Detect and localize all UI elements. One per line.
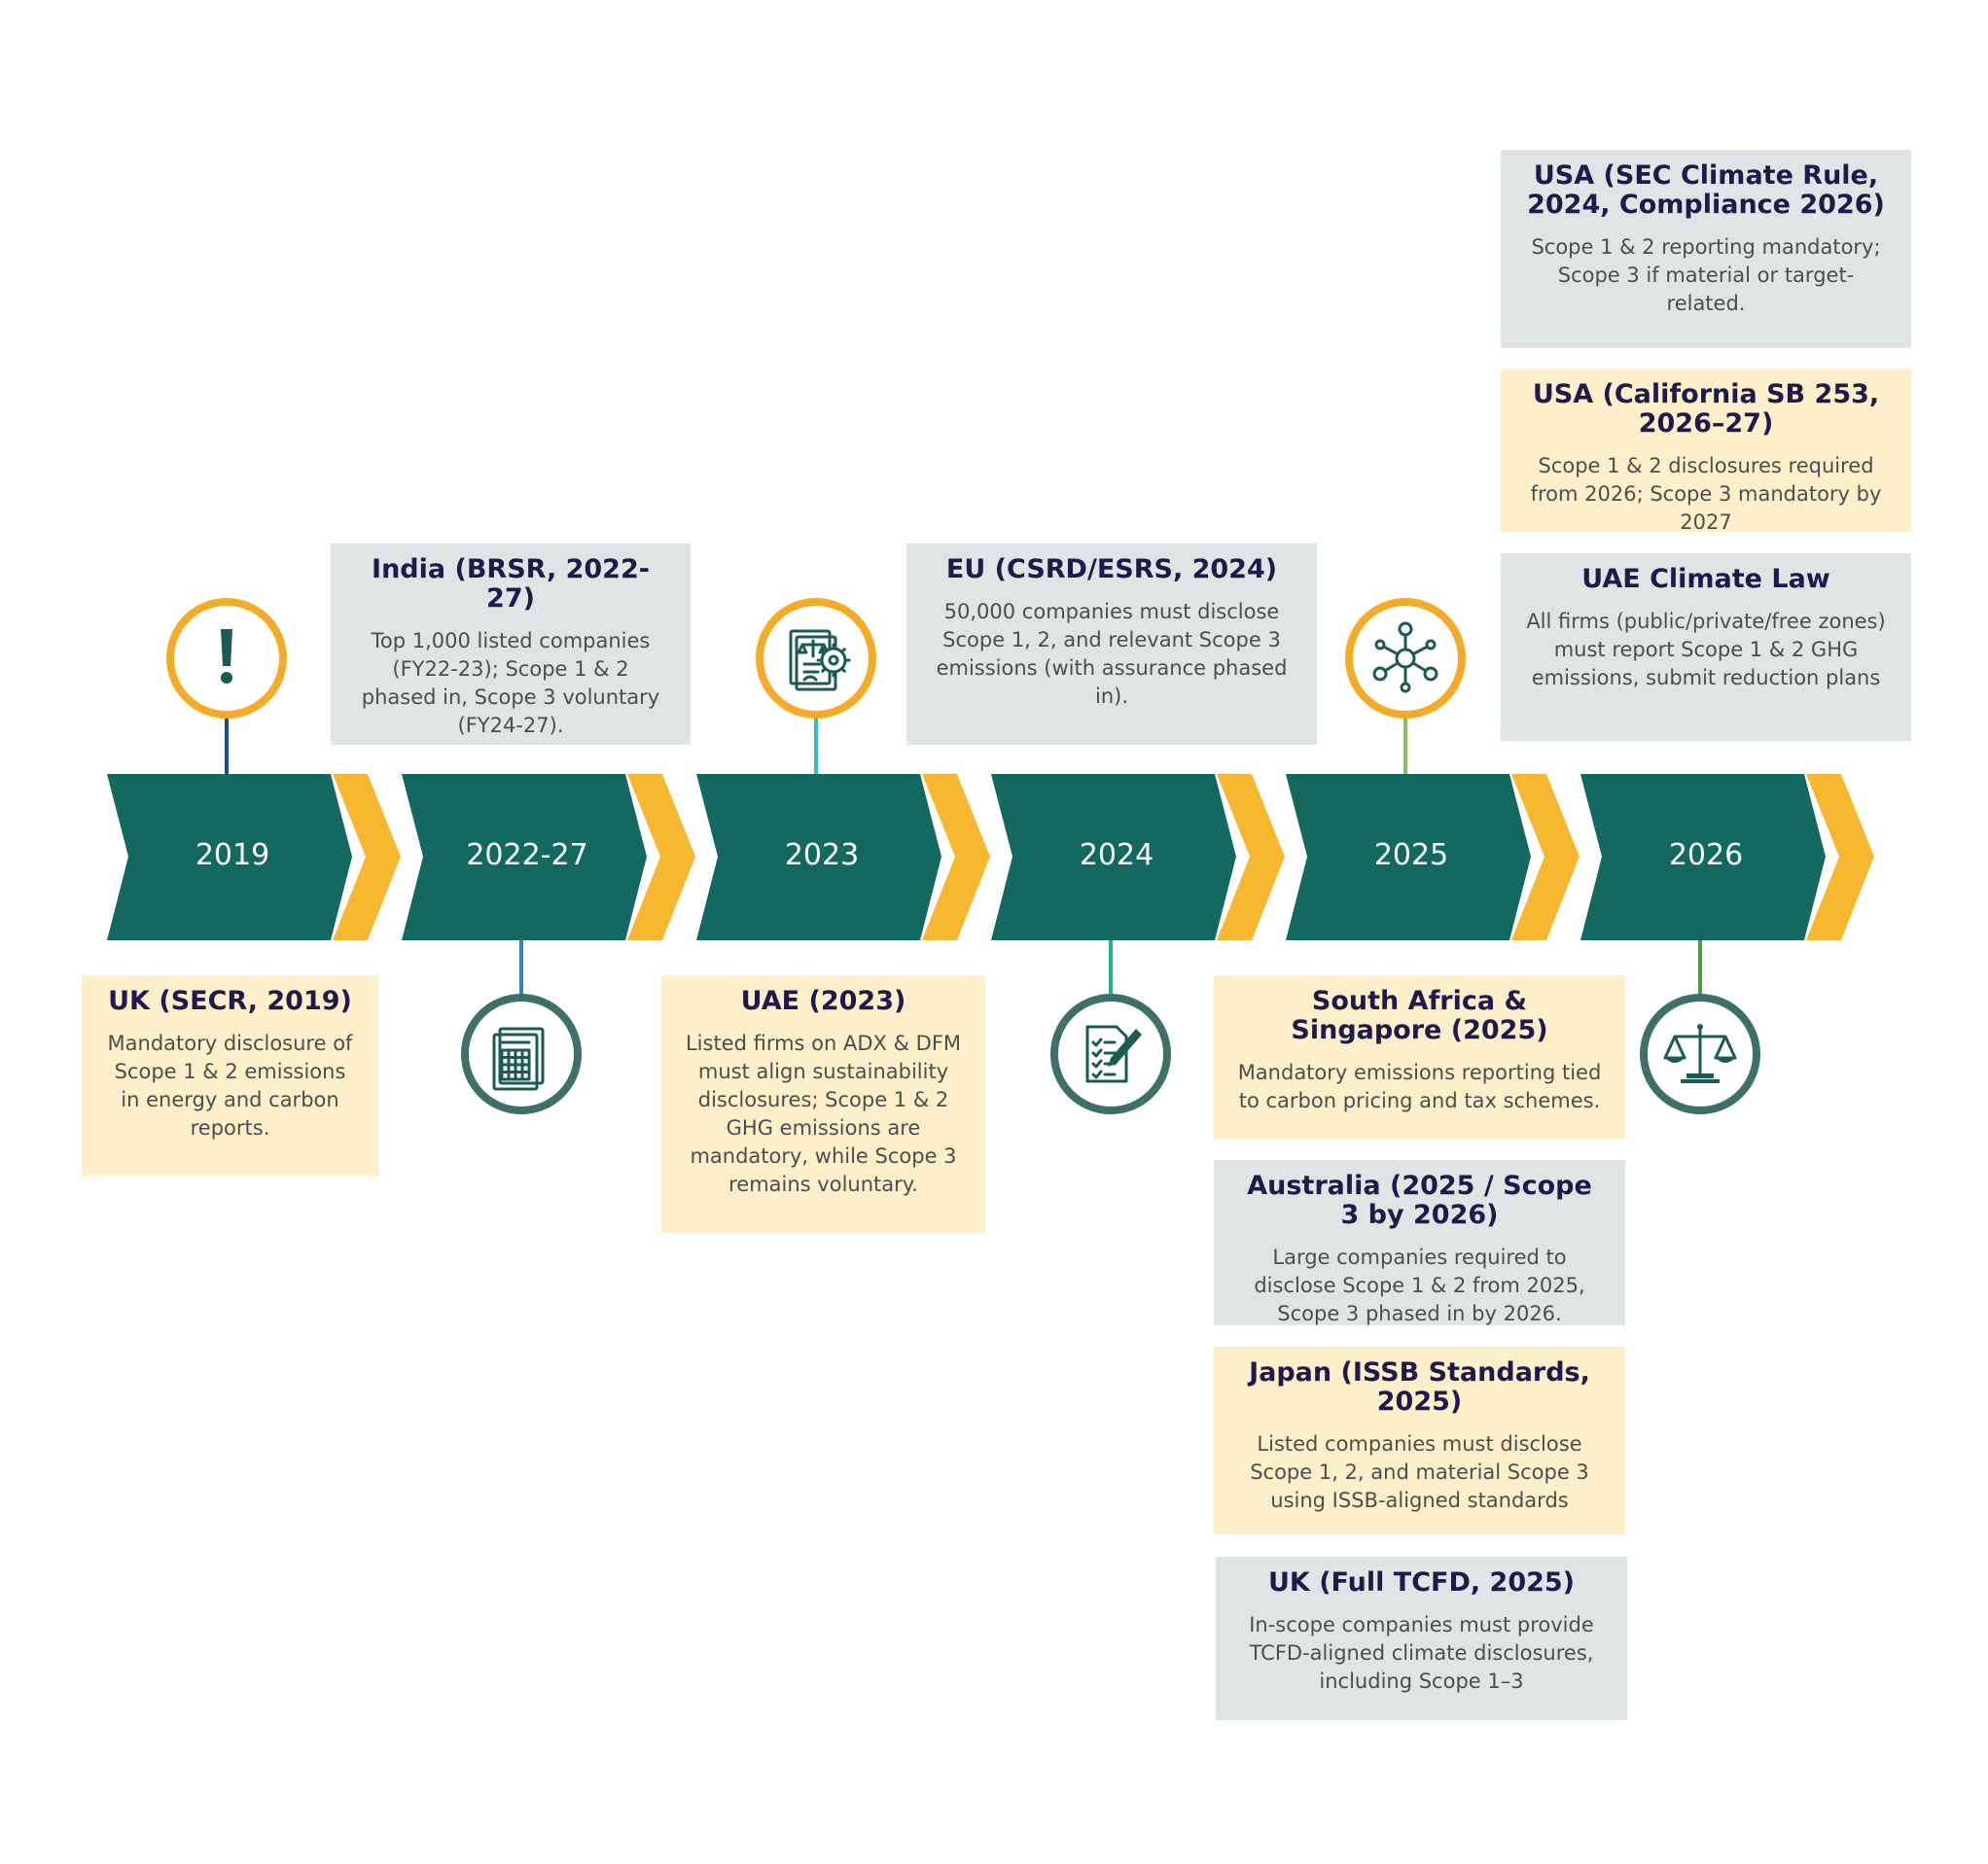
year-label-2025: 2025 [1373,838,1449,872]
chevron-2025 [1286,774,1531,940]
chevron-separator [1806,774,1874,940]
box-uae-2023: UAE (2023) Listed firms on ADX & DFM mus… [661,975,985,1233]
scales-of-justice-icon [1640,994,1760,1114]
box-body: Top 1,000 listed companies (FY22-23); Sc… [361,629,660,737]
chevron-2024 [991,774,1236,940]
chevron-separator [1511,774,1580,940]
chevron-separator [922,774,990,940]
network-nodes-icon [1345,598,1466,719]
chevron-separator [627,774,695,940]
box-title: Japan (ISSB Standards, 2025) [1249,1357,1590,1417]
year-label-2019: 2019 [195,838,270,872]
chevron-2026 [1580,774,1826,940]
box-body: Mandatory disclosure of Scope 1 & 2 emis… [107,1032,353,1140]
box-body: 50,000 companies must disclose Scope 1, … [936,600,1288,708]
legal-document-gear-icon [756,598,876,719]
chevron-separator [333,774,401,940]
year-label-2024: 2024 [1079,838,1154,872]
year-label-2023: 2023 [784,838,860,872]
box-japan: Japan (ISSB Standards, 2025) Listed comp… [1214,1347,1625,1534]
box-uk-tcfd: UK (Full TCFD, 2025) In-scope companies … [1216,1557,1627,1720]
box-title: UAE Climate Law [1581,564,1830,594]
box-title: USA (SEC Climate Rule, 2024, Compliance … [1527,160,1885,220]
box-body: All firms (public/private/free zones) mu… [1526,610,1886,689]
box-body: Mandatory emissions reporting tied to ca… [1237,1061,1602,1112]
box-title: EU (CSRD/ESRS, 2024) [945,554,1278,584]
document-pen-icon [1050,994,1171,1114]
box-title: UK (Full TCFD, 2025) [1267,1567,1576,1598]
spreadsheet-document-icon [461,994,582,1114]
box-title: South Africa & Singapore (2025) [1291,986,1548,1045]
box-uk-secr: UK (SECR, 2019) Mandatory disclosure of … [82,975,378,1176]
chevron-2019 [107,774,352,940]
box-title: UAE (2023) [740,986,906,1016]
box-title: India (BRSR, 2022-27) [372,554,650,614]
box-body: Scope 1 & 2 disclosures required from 20… [1530,454,1882,534]
box-title: Australia (2025 / Scope 3 by 2026) [1247,1171,1592,1230]
box-body: Scope 1 & 2 reporting mandatory; Scope 3… [1531,235,1881,315]
chevron-2022-27 [402,774,647,940]
year-label-2022-27: 2022-27 [466,838,588,872]
box-body: In-scope companies must provide TCFD-ali… [1249,1613,1594,1693]
box-india-brsr: India (BRSR, 2022-27) Top 1,000 listed c… [331,544,691,745]
box-south-africa-singapore: South Africa & Singapore (2025) Mandator… [1214,975,1625,1139]
year-label-2026: 2026 [1668,838,1744,872]
box-usa-sec: USA (SEC Climate Rule, 2024, Compliance … [1501,150,1911,348]
box-body: Large companies required to disclose Sco… [1254,1246,1585,1325]
exclamation-icon [166,598,287,719]
box-body: Listed companies must disclose Scope 1, … [1250,1432,1589,1512]
chevron-2023 [696,774,941,940]
box-eu-csrd: EU (CSRD/ESRS, 2024) 50,000 companies mu… [906,544,1317,745]
box-title: UK (SECR, 2019) [108,986,352,1016]
box-australia: Australia (2025 / Scope 3 by 2026) Large… [1214,1160,1625,1325]
box-usa-california: USA (California SB 253, 2026–27) Scope 1… [1501,369,1911,534]
box-title: USA (California SB 253, 2026–27) [1532,379,1880,439]
box-uae-climate-law: UAE Climate Law All firms (public/privat… [1501,553,1911,741]
chevron-separator [1217,774,1285,940]
box-body: Listed firms on ADX & DFM must align sus… [685,1032,962,1196]
